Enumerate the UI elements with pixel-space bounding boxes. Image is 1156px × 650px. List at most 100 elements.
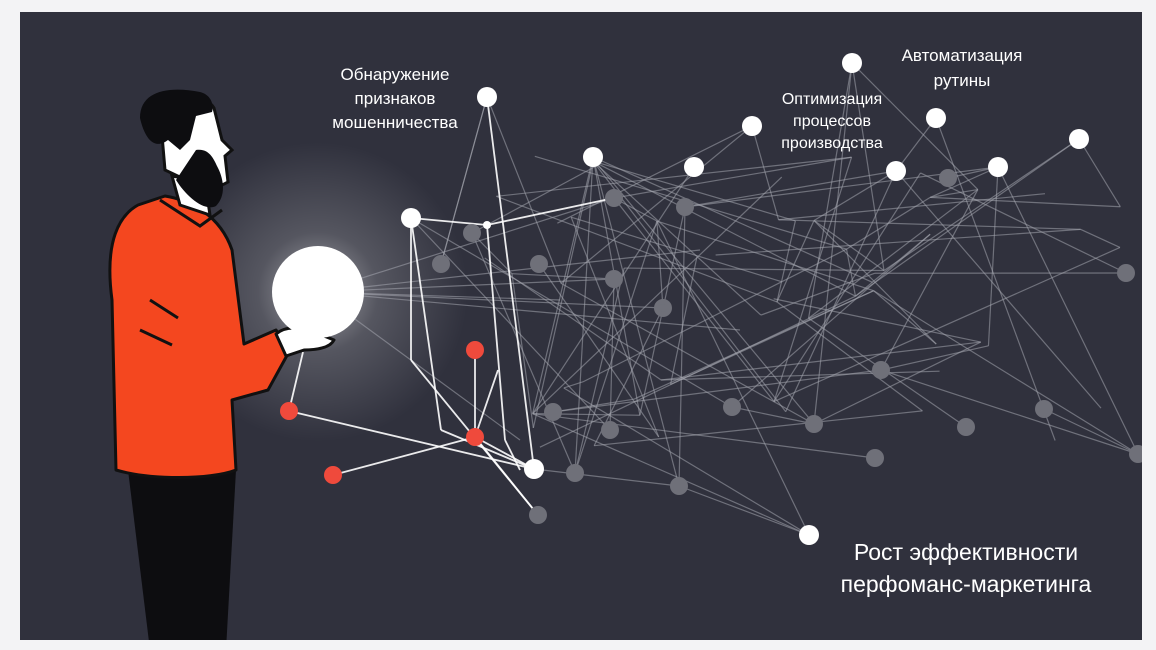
- network-edge: [533, 468, 680, 487]
- label-performance-line-1: Рост эффективности: [854, 539, 1078, 565]
- label-performance-line-2: перфоманс-маркетинга: [841, 571, 1092, 597]
- network-edge: [773, 157, 853, 402]
- network-node-gray: [1129, 445, 1142, 463]
- network-edge: [773, 246, 1121, 403]
- network-edge: [678, 206, 686, 487]
- network-edge: [935, 117, 1056, 441]
- network-node-gray: [866, 449, 884, 467]
- label-routine-automation: Автоматизация рутины: [902, 46, 1023, 90]
- network-edge: [880, 345, 989, 371]
- network-node-red: [466, 341, 484, 359]
- network-edge: [563, 381, 584, 389]
- label-automation-line-2: рутины: [934, 71, 991, 90]
- network-edge: [486, 96, 562, 284]
- network-edge: [592, 160, 762, 316]
- network-edge: [532, 156, 594, 414]
- network-edge: [855, 138, 1080, 297]
- network-node-gray: [957, 418, 975, 436]
- label-automation-line-1: Автоматизация: [902, 46, 1023, 65]
- network-edge: [895, 117, 937, 172]
- network-edge: [511, 273, 534, 428]
- network-edge: [538, 263, 660, 438]
- label-fraud-line-3: мошенничества: [332, 113, 458, 132]
- network-edge: [883, 138, 1080, 272]
- network-edge: [440, 429, 535, 470]
- network-edge: [532, 166, 695, 414]
- label-production-optimization: Оптимизация процессов производства: [781, 91, 883, 152]
- network-edge: [474, 436, 539, 516]
- network-node-red: [280, 402, 298, 420]
- person-beard: [176, 149, 223, 208]
- network-node-gray: [1117, 264, 1135, 282]
- network-edge: [851, 62, 885, 271]
- network-edge: [997, 166, 1139, 455]
- network-edge: [855, 233, 931, 297]
- network-node-gray: [605, 189, 623, 207]
- label-production-line-2: процессов: [793, 113, 871, 130]
- network-edge: [471, 232, 513, 275]
- network-edge: [880, 369, 1139, 455]
- network-edge: [785, 170, 897, 412]
- network-node-white: [799, 525, 819, 545]
- network-node-white: [742, 116, 762, 136]
- network-edge: [496, 156, 852, 197]
- network-edge: [560, 282, 815, 425]
- network-edge: [532, 413, 810, 536]
- network-node-small: [659, 304, 667, 312]
- network-edge: [778, 219, 1081, 230]
- network-edge: [684, 170, 897, 208]
- network-edge: [613, 197, 775, 402]
- network-edge: [317, 197, 615, 293]
- network-edge: [731, 406, 815, 425]
- network-node-gray: [544, 403, 562, 421]
- network-node-gray: [605, 270, 623, 288]
- network-edge: [808, 189, 979, 319]
- network-node-gray: [530, 255, 548, 273]
- network-edge: [332, 436, 476, 476]
- person-hair: [140, 89, 213, 150]
- network-node-gray: [670, 477, 688, 495]
- network-edge: [504, 439, 521, 471]
- network-edge: [873, 290, 1139, 455]
- network-edge: [873, 290, 937, 345]
- network-edge: [776, 301, 923, 412]
- network-edge: [486, 197, 615, 226]
- network-edge: [930, 196, 1121, 208]
- shirt-fold: [139, 298, 179, 347]
- network-edge: [929, 166, 999, 198]
- label-production-line-3: производства: [781, 135, 883, 152]
- network-node-gray: [939, 169, 957, 187]
- network-edge: [813, 341, 982, 425]
- network-node-gray: [1035, 400, 1053, 418]
- network-node-white: [988, 157, 1008, 177]
- network-node-gray: [529, 506, 547, 524]
- network-node-white: [842, 53, 862, 73]
- network-edge: [597, 164, 815, 425]
- network-edge: [930, 188, 978, 198]
- label-production-line-1: Оптимизация: [782, 91, 882, 108]
- network-edge: [813, 220, 885, 272]
- network-edge: [731, 233, 931, 408]
- network-edge: [1043, 408, 1139, 455]
- network-edge: [486, 224, 506, 441]
- network-node-gray: [723, 398, 741, 416]
- network-edge: [661, 370, 940, 381]
- network-edge: [574, 220, 658, 474]
- network-edge: [317, 278, 615, 293]
- network-edge: [317, 291, 664, 309]
- network-edge: [594, 410, 923, 447]
- network-edge: [609, 278, 615, 431]
- network-node-gray: [676, 198, 694, 216]
- network-edge: [574, 156, 594, 474]
- network-edge: [288, 351, 304, 412]
- person-figure: [108, 89, 336, 640]
- network-edge: [1078, 138, 1121, 208]
- network-edge: [410, 217, 611, 431]
- network-edge: [813, 62, 853, 425]
- network-node-red: [466, 428, 484, 446]
- network-node-gray: [872, 361, 890, 379]
- label-performance-marketing: Рост эффективности перфоманс-маркетинга: [841, 539, 1092, 597]
- network-edge: [486, 96, 535, 470]
- network-nodes: [280, 53, 1142, 545]
